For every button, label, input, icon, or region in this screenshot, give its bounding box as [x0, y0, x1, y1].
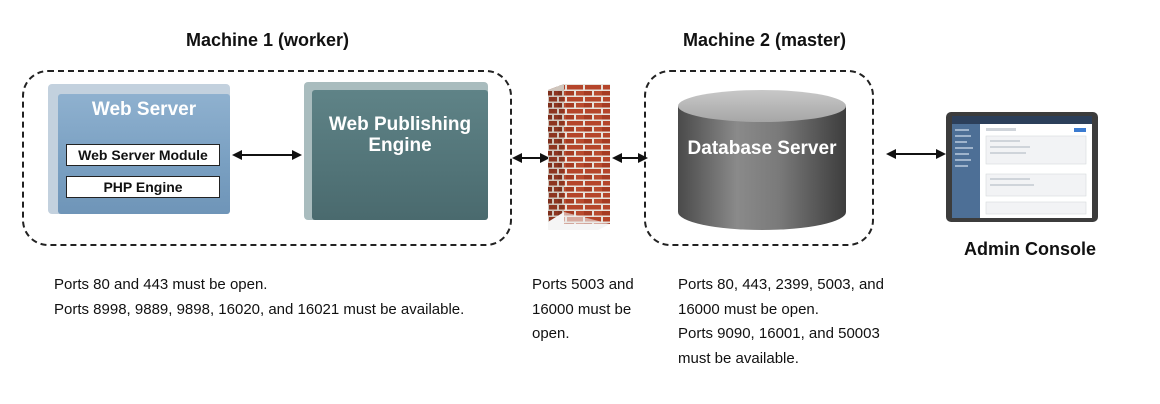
brick-firewall-icon [548, 84, 610, 230]
machine2-caption-line: 16000 must be open. [678, 300, 819, 318]
firewall-caption-line: 16000 must be [532, 300, 632, 318]
database-server-block: Database Server [676, 88, 848, 234]
wpe-block: Web Publishing Engine [304, 82, 488, 220]
web-server-title: Web Server [91, 99, 197, 120]
wpe-firewall-arrow [512, 153, 550, 163]
admin-console-label: Admin Console [964, 239, 1097, 259]
firewall-caption-line: Ports 5003 and [532, 276, 634, 293]
machine2-caption: Ports 80, 443, 2399, 5003, and 16000 mus… [678, 273, 884, 371]
web-server-module: Web Server Module [66, 144, 220, 166]
machine1-caption-line: Ports 80 and 443 must be open. [54, 276, 268, 293]
db-admin-arrow [886, 149, 946, 159]
firewall-caption-line: open. [532, 325, 570, 342]
machine1-caption-line: Ports 8998, 9889, 9898, 16020, and 16021… [54, 300, 465, 318]
database-server-title: Database Server [687, 138, 837, 159]
laptop-screen-icon [946, 112, 1098, 222]
machine2-heading: Machine 2 (master) [683, 30, 847, 50]
ws-wpe-arrow [232, 150, 302, 160]
wpe-title-line1: Web Publishing [328, 114, 472, 135]
php-engine: PHP Engine [66, 176, 220, 198]
firewall-caption: Ports 5003 and 16000 must be open. [532, 273, 634, 347]
wpe-title-line2: Engine [368, 135, 432, 156]
machine2-caption-line: Ports 80, 443, 2399, 5003, and [678, 276, 884, 293]
cylinder-icon [678, 90, 846, 230]
machine2-caption-line: Ports 9090, 16001, and 50003 [678, 325, 880, 342]
machine2-caption-line: must be available. [678, 349, 799, 367]
machine1-heading: Machine 1 (worker) [186, 30, 350, 50]
machine1-group [22, 70, 512, 246]
machine1-caption: Ports 80 and 443 must be open. Ports 899… [54, 273, 464, 322]
firewall-db-arrow [612, 153, 648, 163]
web-server-block: Web Server Web Server Module PHP Engine [48, 84, 230, 222]
